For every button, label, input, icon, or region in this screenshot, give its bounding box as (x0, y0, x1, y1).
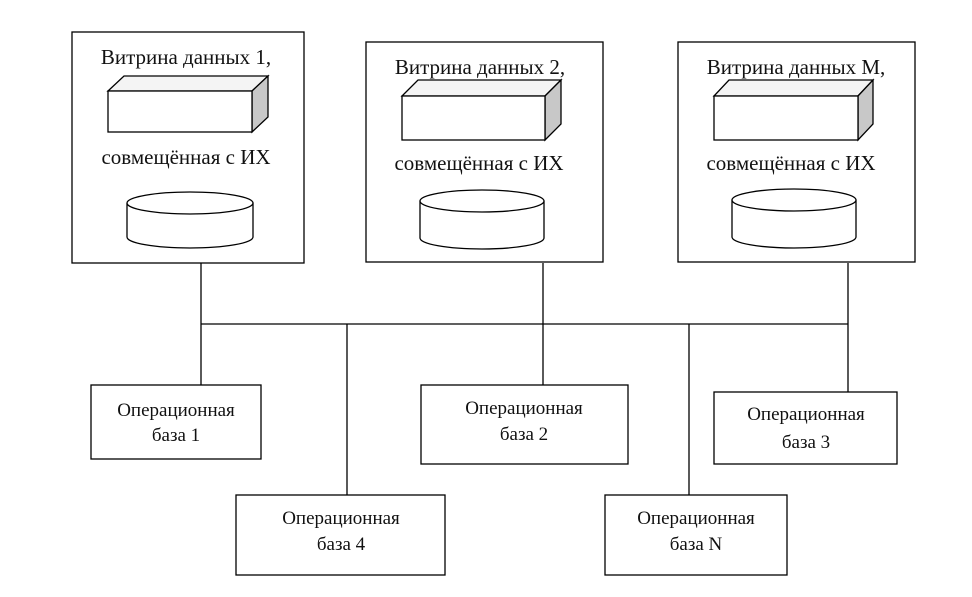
operational-db-3-number: база 3 (782, 432, 830, 453)
data-mart-m: Витрина данных М, совмещённая с ИХ (677, 41, 916, 263)
operational-db-4-box (235, 494, 446, 576)
data-mart-1-cube-icon (106, 74, 270, 134)
operational-db-2: Операционная база 2 (420, 384, 629, 465)
data-mart-1-database-icon (126, 191, 254, 249)
data-mart-2-database-icon (419, 189, 545, 250)
data-mart-2-cube-icon (400, 78, 563, 142)
operational-db-1: Операционная база 1 (90, 384, 262, 460)
data-mart-2-title: Витрина данных 2, (395, 55, 565, 79)
data-mart-m-database-icon (731, 188, 857, 249)
operational-db-2-box (420, 384, 629, 465)
data-mart-m-cube-icon (712, 78, 875, 142)
data-mart-1-subtitle: совмещённая с ИХ (101, 145, 270, 169)
operational-db-3-box (713, 391, 898, 465)
operational-db-2-number: база 2 (500, 424, 548, 445)
operational-db-1-label: Операционная (117, 400, 235, 421)
data-mart-m-subtitle: совмещённая с ИХ (706, 151, 875, 175)
connector-lines (200, 263, 849, 495)
operational-db-4-number: база 4 (317, 534, 366, 555)
data-mart-1: Витрина данных 1, совмещённая с ИХ (71, 31, 305, 264)
operational-db-2-label: Операционная (465, 398, 583, 419)
data-mart-1-title: Витрина данных 1, (101, 45, 271, 69)
operational-db-4-label: Операционная (282, 508, 400, 529)
data-mart-2-subtitle: совмещённая с ИХ (394, 151, 563, 175)
operational-db-1-number: база 1 (152, 425, 200, 446)
data-mart-m-title: Витрина данных М, (707, 55, 886, 79)
operational-db-1-box (90, 384, 262, 460)
operational-db-n-box (604, 494, 788, 576)
operational-db-3: Операционная база 3 (713, 391, 898, 465)
data-mart-2: Витрина данных 2, совмещённая с ИХ (365, 41, 604, 263)
operational-db-n: Операционная база N (604, 494, 788, 576)
operational-db-n-label: Операционная (637, 508, 755, 529)
operational-db-n-number: база N (670, 534, 723, 555)
operational-db-3-label: Операционная (747, 404, 865, 425)
operational-db-4: Операционная база 4 (235, 494, 446, 576)
